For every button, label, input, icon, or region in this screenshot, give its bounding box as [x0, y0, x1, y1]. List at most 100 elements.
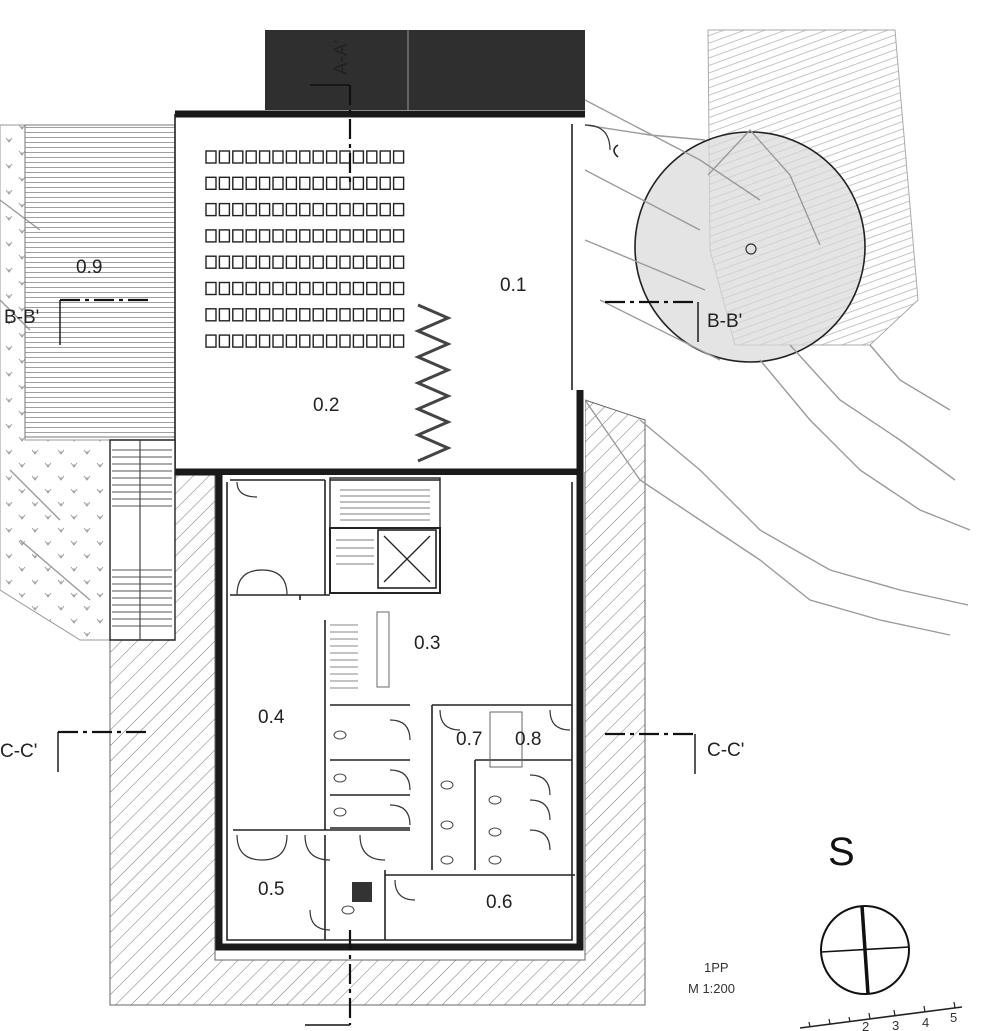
seat	[272, 176, 284, 191]
seat	[312, 281, 324, 296]
seat	[379, 229, 391, 243]
seat	[352, 334, 365, 348]
seat	[352, 202, 365, 217]
seat	[272, 281, 284, 296]
seat	[379, 255, 391, 269]
north-label: S	[828, 830, 855, 874]
seat	[325, 150, 338, 164]
seat	[258, 334, 271, 348]
seat	[312, 308, 324, 322]
seat	[245, 308, 257, 322]
seat	[379, 281, 391, 296]
room-label-0-2: 0.2	[313, 395, 339, 416]
seat	[325, 334, 338, 348]
room-label-0-4: 0.4	[258, 707, 285, 728]
seat	[245, 202, 257, 217]
scale-tick-2: 2	[862, 1019, 869, 1031]
seat	[258, 255, 271, 269]
seat	[272, 150, 284, 164]
seat	[392, 255, 405, 269]
contour-lines	[584, 99, 971, 636]
terrace-area	[24, 124, 176, 438]
seat	[232, 150, 244, 164]
seat	[258, 150, 271, 164]
seat	[312, 150, 324, 164]
seat	[325, 281, 338, 296]
seat	[325, 229, 338, 243]
room-label-0-5: 0.5	[258, 879, 284, 900]
section-b-left-label: B-B'	[4, 307, 39, 328]
sheet-name: 1PP	[704, 960, 729, 975]
seat	[379, 150, 391, 164]
seat	[272, 255, 284, 269]
seat	[352, 255, 365, 269]
seat	[299, 281, 311, 296]
seat	[366, 281, 378, 296]
room-label-0-6: 0.6	[486, 892, 512, 913]
seat	[366, 255, 378, 269]
drawing-title: 1PP M 1:200	[688, 960, 735, 996]
north-arrow: S	[820, 830, 910, 995]
stair-core	[109, 439, 441, 641]
door-swings	[236, 481, 571, 931]
scale-bar: 2 3 4 5	[799, 1001, 963, 1031]
room-label-0-8: 0.8	[515, 729, 541, 750]
seat	[299, 334, 311, 348]
room-label-0-9: 0.9	[76, 257, 102, 278]
seat	[285, 255, 298, 269]
seat	[205, 255, 217, 269]
seat	[392, 176, 405, 191]
seat	[272, 202, 284, 217]
seat	[339, 229, 351, 243]
seat	[205, 334, 217, 348]
seat	[285, 308, 298, 322]
seat	[366, 150, 378, 164]
seat	[232, 229, 244, 243]
seat	[245, 255, 257, 269]
seat	[366, 308, 378, 322]
section-c-left-label: C-C'	[0, 741, 37, 762]
room-label-0-3: 0.3	[414, 633, 440, 654]
seat	[352, 281, 365, 296]
seat	[299, 150, 311, 164]
seat	[218, 229, 231, 243]
seat	[312, 176, 324, 191]
seat	[312, 202, 324, 217]
seat	[285, 202, 298, 217]
seat	[218, 308, 231, 322]
seat	[325, 308, 338, 322]
seat	[285, 176, 298, 191]
seat	[392, 150, 405, 164]
seat	[392, 334, 405, 348]
ramp	[330, 611, 390, 689]
seat	[205, 150, 217, 164]
seat	[299, 229, 311, 243]
wc-fixtures	[333, 711, 523, 915]
room-labels: 0.1 0.2 0.3 0.4 0.5 0.6 0.7 0.8 0.9	[76, 257, 541, 913]
section-a-top-label: A-A'	[331, 40, 352, 75]
seat	[392, 202, 405, 217]
seat	[312, 255, 324, 269]
seat	[245, 229, 257, 243]
interior-walls	[230, 479, 575, 940]
seat	[379, 308, 391, 322]
seat	[339, 308, 351, 322]
seat	[299, 176, 311, 191]
seating-grid	[205, 150, 405, 348]
seat	[366, 202, 378, 217]
seat	[245, 334, 257, 348]
seat	[352, 229, 365, 243]
seat	[232, 281, 244, 296]
seat	[339, 202, 351, 217]
seat	[299, 255, 311, 269]
seat	[258, 176, 271, 191]
seat	[392, 308, 405, 322]
seat	[205, 281, 217, 296]
seat	[218, 202, 231, 217]
seat	[232, 176, 244, 191]
dark-block	[265, 30, 585, 110]
seat	[339, 255, 351, 269]
seat	[299, 202, 311, 217]
seat	[218, 281, 231, 296]
seat	[232, 255, 244, 269]
